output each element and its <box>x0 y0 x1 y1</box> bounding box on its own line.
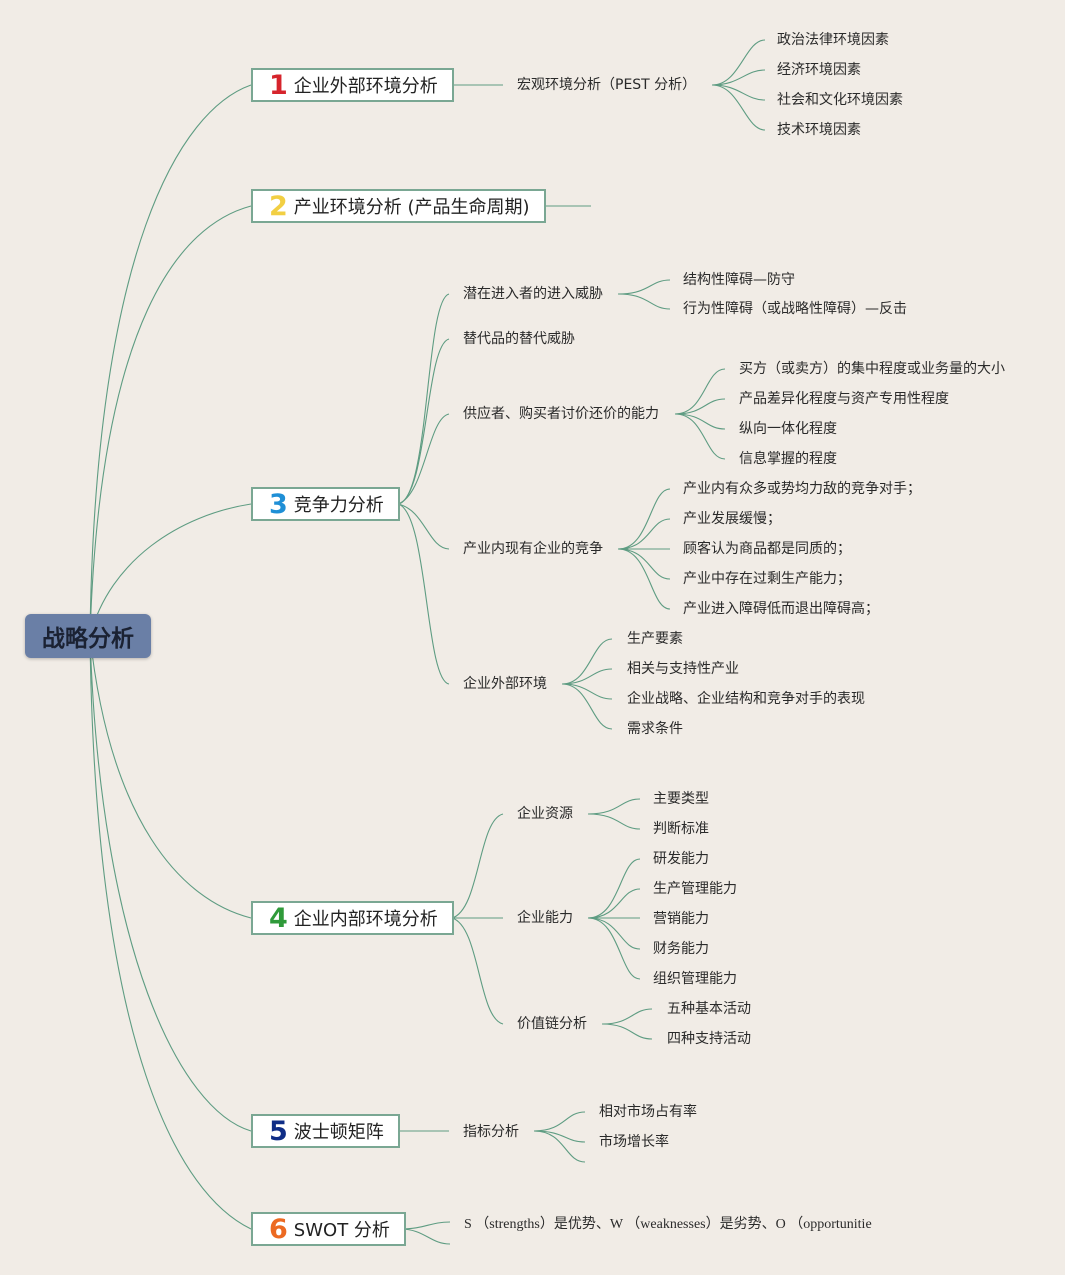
number-6-icon: 6 <box>269 1213 288 1245</box>
branch-label: 企业内部环境分析 <box>293 909 438 930</box>
bargaining-item[interactable]: 买方（或卖方）的集中程度或业务量的大小 <box>739 361 1005 377</box>
branch-external-environment[interactable]: 1 企业外部环境分析 <box>251 68 454 102</box>
branch-label: 波士顿矩阵 <box>293 1122 384 1143</box>
capabilities-item[interactable]: 财务能力 <box>653 941 709 957</box>
entrants-threat-node[interactable]: 潜在进入者的进入威胁 <box>463 286 603 302</box>
branch-label: SWOT 分析 <box>293 1220 390 1241</box>
resources-node[interactable]: 企业资源 <box>517 806 573 822</box>
bargaining-power-node[interactable]: 供应者、购买者讨价还价的能力 <box>463 406 659 422</box>
pest-item[interactable]: 经济环境因素 <box>777 62 861 78</box>
pest-item[interactable]: 技术环境因素 <box>777 122 861 138</box>
root-topic-label: 战略分析 <box>42 626 134 652</box>
number-2-icon: 2 <box>269 190 288 222</box>
branch-label: 竞争力分析 <box>293 495 384 516</box>
bargaining-item[interactable]: 产品差异化程度与资产专用性程度 <box>739 391 949 407</box>
external-item[interactable]: 需求条件 <box>627 721 683 737</box>
bargaining-item[interactable]: 信息掌握的程度 <box>739 451 837 467</box>
resources-item[interactable]: 主要类型 <box>653 791 709 807</box>
rivalry-item[interactable]: 产业发展缓慢； <box>683 511 781 527</box>
indicator-node[interactable]: 指标分析 <box>463 1124 519 1140</box>
branch-boston-matrix[interactable]: 5 波士顿矩阵 <box>251 1114 400 1148</box>
root-topic[interactable]: 战略分析 <box>25 614 151 658</box>
branch-swot[interactable]: 6 SWOT 分析 <box>251 1212 406 1246</box>
capabilities-item[interactable]: 研发能力 <box>653 851 709 867</box>
external-item[interactable]: 企业战略、企业结构和竞争对手的表现 <box>627 691 865 707</box>
external-item[interactable]: 相关与支持性产业 <box>627 661 739 677</box>
bargaining-item[interactable]: 纵向一体化程度 <box>739 421 837 437</box>
capabilities-item[interactable]: 生产管理能力 <box>653 881 737 897</box>
number-5-icon: 5 <box>269 1115 288 1147</box>
pest-analysis-node[interactable]: 宏观环境分析（PEST 分析） <box>517 75 696 95</box>
branch-label: 产业环境分析 (产品生命周期) <box>293 197 530 218</box>
resources-item[interactable]: 判断标准 <box>653 821 709 837</box>
number-1-icon: 1 <box>269 69 288 101</box>
rivalry-node[interactable]: 产业内现有企业的竞争 <box>463 541 603 557</box>
rivalry-item[interactable]: 顾客认为商品都是同质的； <box>683 541 851 557</box>
value-chain-node[interactable]: 价值链分析 <box>517 1016 587 1032</box>
number-3-icon: 3 <box>269 488 288 520</box>
branch-competitiveness[interactable]: 3 竞争力分析 <box>251 487 400 521</box>
external-item[interactable]: 生产要素 <box>627 631 683 647</box>
indicator-item[interactable]: 市场增长率 <box>599 1134 669 1150</box>
swot-description[interactable]: S （strengths）是优势、W （weaknesses）是劣势、O （op… <box>464 1217 872 1232</box>
entrants-item[interactable]: 行为性障碍（或战略性障碍）—反击 <box>683 301 907 317</box>
entrants-item[interactable]: 结构性障碍—防守 <box>683 272 795 288</box>
capabilities-node[interactable]: 企业能力 <box>517 910 573 926</box>
number-4-icon: 4 <box>269 902 288 934</box>
value-chain-item[interactable]: 五种基本活动 <box>667 1001 751 1017</box>
branch-industry-environment[interactable]: 2 产业环境分析 (产品生命周期) <box>251 189 546 223</box>
substitutes-threat-node[interactable]: 替代品的替代威胁 <box>463 331 575 347</box>
pest-item[interactable]: 社会和文化环境因素 <box>777 92 903 108</box>
value-chain-item[interactable]: 四种支持活动 <box>667 1031 751 1047</box>
node-label: 宏观环境分析（PEST 分析） <box>517 77 697 93</box>
rivalry-item[interactable]: 产业进入障碍低而退出障碍高； <box>683 601 879 617</box>
rivalry-item[interactable]: 产业中存在过剩生产能力； <box>683 571 851 587</box>
capabilities-item[interactable]: 组织管理能力 <box>653 971 737 987</box>
branch-internal-environment[interactable]: 4 企业内部环境分析 <box>251 901 454 935</box>
branch-label: 企业外部环境分析 <box>293 76 438 97</box>
indicator-item[interactable]: 相对市场占有率 <box>599 1104 697 1120</box>
rivalry-item[interactable]: 产业内有众多或势均力敌的竞争对手； <box>683 481 921 497</box>
external-environment-node[interactable]: 企业外部环境 <box>463 676 547 692</box>
pest-item[interactable]: 政治法律环境因素 <box>777 32 889 48</box>
capabilities-item[interactable]: 营销能力 <box>653 911 709 927</box>
